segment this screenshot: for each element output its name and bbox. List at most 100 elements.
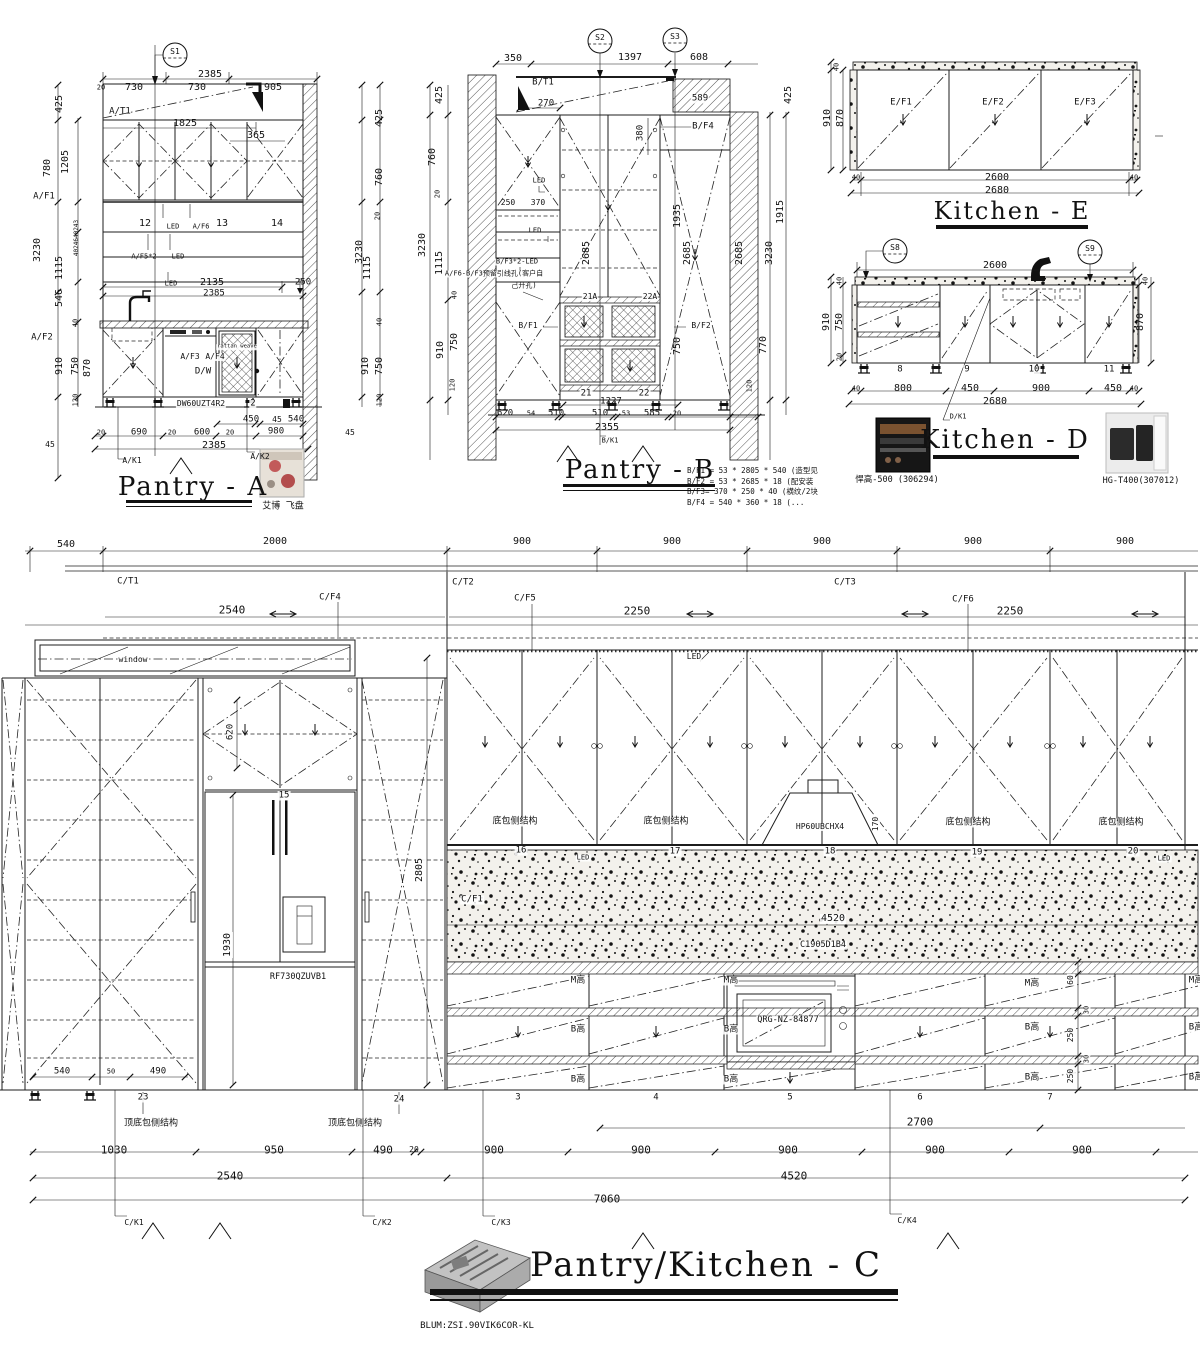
title-pantry-a: Pantry - A (117, 472, 269, 502)
dim-label: LED (528, 226, 542, 235)
dim-label: B/T1 (532, 77, 554, 88)
title-underline (430, 1289, 898, 1295)
dim-label: 730 (187, 82, 207, 93)
title-underline (563, 490, 715, 491)
dim-label: 己开孔) (510, 281, 538, 290)
dim-label: 510 (547, 408, 565, 419)
dim-label: M高 (722, 975, 740, 986)
dim-label: 2680 (984, 185, 1010, 196)
dim-label: 270 (537, 98, 555, 109)
dim-label: 40 (835, 276, 844, 286)
dim-label: LED (575, 853, 591, 862)
dim-label: 490 (148, 1066, 168, 1077)
dim-label: 900 (1072, 1143, 1092, 1157)
dim-label: A/K1 (122, 456, 142, 465)
dim-label: 546 (54, 288, 65, 308)
dim-label: 760 (427, 147, 438, 167)
dim-label: 5 (786, 1092, 794, 1103)
dim-label: 425 (374, 108, 385, 128)
dim-label: 950 (264, 1143, 284, 1157)
dim-label: C/F6 (952, 594, 974, 605)
dim-label: 3230 (764, 240, 775, 266)
dim-label: 900 (812, 536, 832, 547)
dim-label: rattan weave (216, 343, 258, 350)
dim-label: 2805 (414, 856, 425, 884)
dim-label: 4 (652, 1092, 660, 1103)
dim-label: 21A (581, 292, 599, 301)
dim-label: 30 (1082, 1053, 1091, 1065)
dim-label: 250 (1066, 1067, 1075, 1085)
dim-label: 10 (1027, 364, 1041, 375)
dim-label: 22A (641, 292, 659, 301)
title-kitchen-d: Kitchen - D (920, 425, 1090, 455)
dim-label: LED (166, 222, 180, 231)
dim-label: 910 (54, 356, 65, 376)
dim-label: 2540 (216, 1169, 244, 1183)
dim-label: LED (171, 252, 185, 261)
dim-label: 40 (71, 318, 80, 328)
dim-label: 3230 (417, 232, 428, 258)
dim-label: LED (1156, 854, 1172, 863)
dim-label: 250 (500, 198, 516, 207)
dim-label: 900 (963, 536, 983, 547)
note-line: B/F4 = 540 * 360 * 18 (... (687, 497, 805, 507)
dim-label: 11 (1102, 364, 1116, 375)
dim-label: 510 (591, 408, 609, 419)
note-line: B/F3= 370 * 250 * 40 (横纹/2块 (687, 487, 818, 496)
dim-label: 2385 (197, 69, 223, 80)
dim-label: 40 (832, 62, 841, 72)
dim-label: 1397 (617, 52, 643, 63)
dim-label: 2355 (594, 422, 620, 433)
dim-label: 40 (851, 384, 861, 393)
title-underline (563, 484, 715, 487)
dim-label: 1115 (362, 255, 373, 281)
kitchen-e-linework (827, 58, 1163, 197)
dim-label: 4024640243 (73, 219, 80, 257)
dim-label: 20 (672, 409, 682, 418)
dim-label: 620 (225, 722, 236, 742)
dim-label: C/K1 (124, 1218, 144, 1227)
dim-label: 30 (1082, 1004, 1091, 1016)
dim-label: 980 (267, 426, 285, 437)
dim-label: D/W (193, 366, 213, 377)
dim-label: 40 (1129, 173, 1139, 182)
dim-label: 15 (277, 790, 291, 801)
dim-label: M高 (1023, 978, 1041, 989)
dim-label: 750 (672, 336, 683, 356)
dim-label: 900 (1115, 536, 1135, 547)
dim-label: A/F4 (204, 352, 226, 361)
section-marker-s3: S3 (670, 32, 680, 41)
section-marker-s1: S1 (170, 47, 180, 56)
dim-label: 2250 (996, 604, 1024, 618)
dim-label: B高 (569, 1074, 587, 1085)
dim-label: 690 (130, 427, 148, 438)
kitchen-c-linework (0, 546, 1199, 1313)
dim-label: 45 (272, 415, 282, 424)
dim-label: 910 (822, 108, 833, 128)
pantry-b-notes: B/F1 = 53 * 2805 * 540 (造型见 B/F2 = 53 * … (687, 466, 818, 508)
dim-label: C/K2 (372, 1218, 392, 1227)
dim-label: B/F2 (690, 321, 712, 330)
dim-label: 2135 (199, 277, 225, 288)
dim-label: LED (532, 176, 546, 185)
dim-label: 120 (745, 379, 754, 393)
dim-label: 2700 (906, 1115, 934, 1129)
dim-label: 40 (450, 290, 459, 300)
dim-label: 250 (1066, 1026, 1075, 1044)
dim-label: 620 (496, 408, 514, 419)
countertop (99, 320, 309, 329)
dim-label: 425 (434, 85, 445, 105)
dim-label: 585 (643, 408, 661, 419)
dim-label: 170 (871, 815, 880, 833)
dim-label: 900 (512, 536, 532, 547)
dim-label: 18 (823, 846, 837, 857)
title-underline (933, 455, 1079, 459)
dim-label: 21 (579, 388, 593, 399)
dim-label: B/F3*2-LED (494, 257, 540, 266)
dim-label: 20 (96, 428, 106, 437)
dim-label: 750 (449, 332, 460, 352)
dim-label: LED (164, 279, 178, 288)
title-underline (936, 225, 1088, 229)
dim-label: 4520 (819, 913, 847, 924)
